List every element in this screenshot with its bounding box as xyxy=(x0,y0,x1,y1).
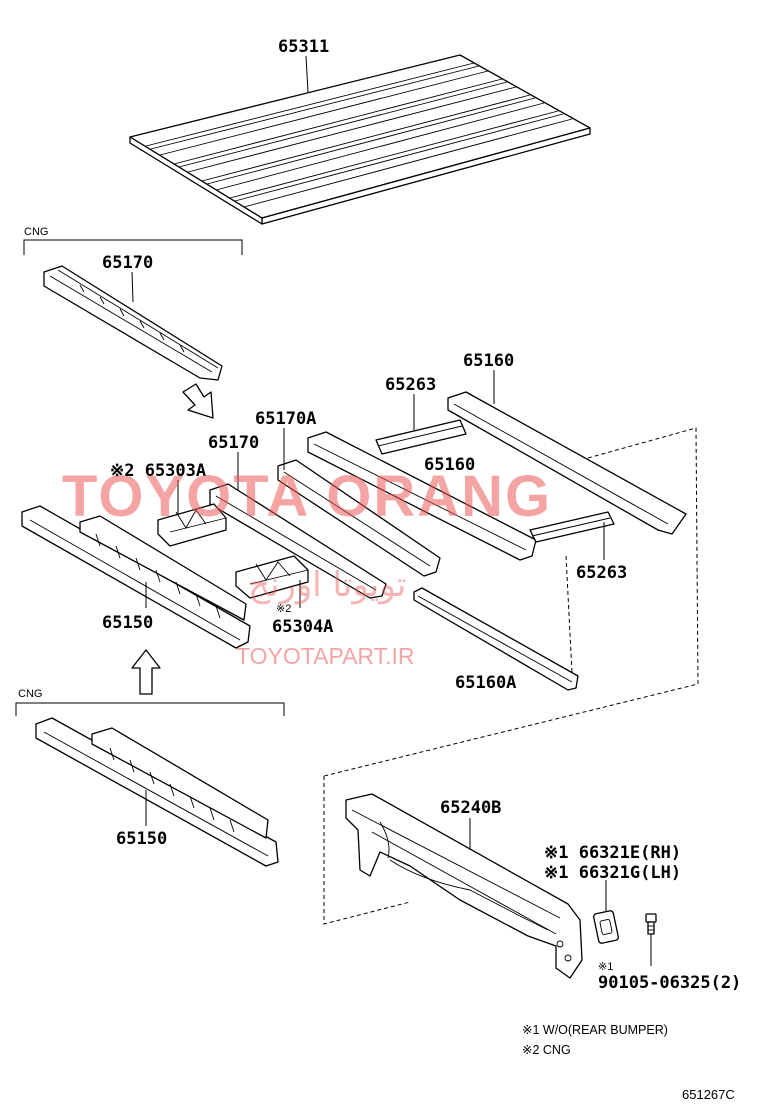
diagram-code: 651267C xyxy=(682,1087,735,1102)
part-label-65240b[interactable]: 65240B xyxy=(440,798,501,818)
crossmember-65150-cng xyxy=(35,717,279,867)
part-label-65263-top[interactable]: 65263 xyxy=(385,375,436,395)
leader-65170-cng xyxy=(131,271,134,303)
bracket-65263-right xyxy=(529,511,615,543)
watermark-site: TOYOTAPART.IR xyxy=(236,643,415,669)
cng-label-top: CNG xyxy=(24,226,48,238)
cng-label-bottom: CNG xyxy=(18,688,42,700)
part-label-65150-cng[interactable]: 65150 xyxy=(116,829,167,849)
rear-crossmember-65240b xyxy=(345,793,583,979)
part-label-65150[interactable]: 65150 xyxy=(102,613,153,633)
cng-bracket-top xyxy=(23,239,243,255)
crossmember-65170 xyxy=(209,483,387,599)
block-65304a xyxy=(235,555,309,599)
dashed-link xyxy=(565,555,573,673)
bracket-plate-66321 xyxy=(593,910,619,944)
note-2: ※2 CNG xyxy=(522,1043,571,1057)
part-label-65170-cng[interactable]: 65170 xyxy=(102,253,153,273)
bracket-65263-top xyxy=(375,419,467,455)
part-label-65170a[interactable]: 65170A xyxy=(255,409,316,429)
arrow-up-icon xyxy=(131,649,161,695)
crossmember-65150 xyxy=(21,505,251,649)
rail-65160a xyxy=(413,587,579,691)
part-label-65160-mid[interactable]: 65160 xyxy=(424,455,475,475)
bolt-mark: ※1 xyxy=(598,961,613,973)
part-label-65311[interactable]: 65311 xyxy=(278,37,329,57)
leader-65311 xyxy=(305,55,309,93)
part-label-65170[interactable]: 65170 xyxy=(208,433,259,453)
part-label-90105[interactable]: 90105-06325(2) xyxy=(598,973,741,993)
bolt-icon xyxy=(645,913,657,935)
part-label-65263-right[interactable]: 65263 xyxy=(576,563,627,583)
watermark-brand: TOYOTA ORANG xyxy=(62,464,552,529)
crossmember-65170a xyxy=(277,459,441,577)
crossmember-65170-cng xyxy=(43,265,223,381)
part-mark-65304a: ※2 xyxy=(276,603,291,615)
note-1: ※1 W/O(REAR BUMPER) xyxy=(522,1023,668,1037)
rail-65160-mid xyxy=(307,431,537,561)
part-label-65160a[interactable]: 65160A xyxy=(455,673,516,693)
part-label-65303a[interactable]: ※2 65303A xyxy=(110,461,206,481)
arrow-down-right-icon xyxy=(182,383,214,419)
dashed-group-lower xyxy=(323,776,411,925)
part-label-66321g[interactable]: ※1 66321G(LH) xyxy=(544,863,681,883)
part-label-65160-top[interactable]: 65160 xyxy=(463,351,514,371)
block-65303a xyxy=(157,503,227,547)
cng-bracket-bottom xyxy=(15,702,285,716)
watermark-farsi: تویوتا اورنج xyxy=(248,565,406,605)
part-label-66321e[interactable]: ※1 66321E(RH) xyxy=(544,843,681,863)
floor-panel-65311 xyxy=(129,54,591,225)
dashed-group-upper xyxy=(323,427,699,777)
part-label-65304a[interactable]: 65304A xyxy=(272,617,333,637)
rail-65160-top xyxy=(447,391,687,535)
